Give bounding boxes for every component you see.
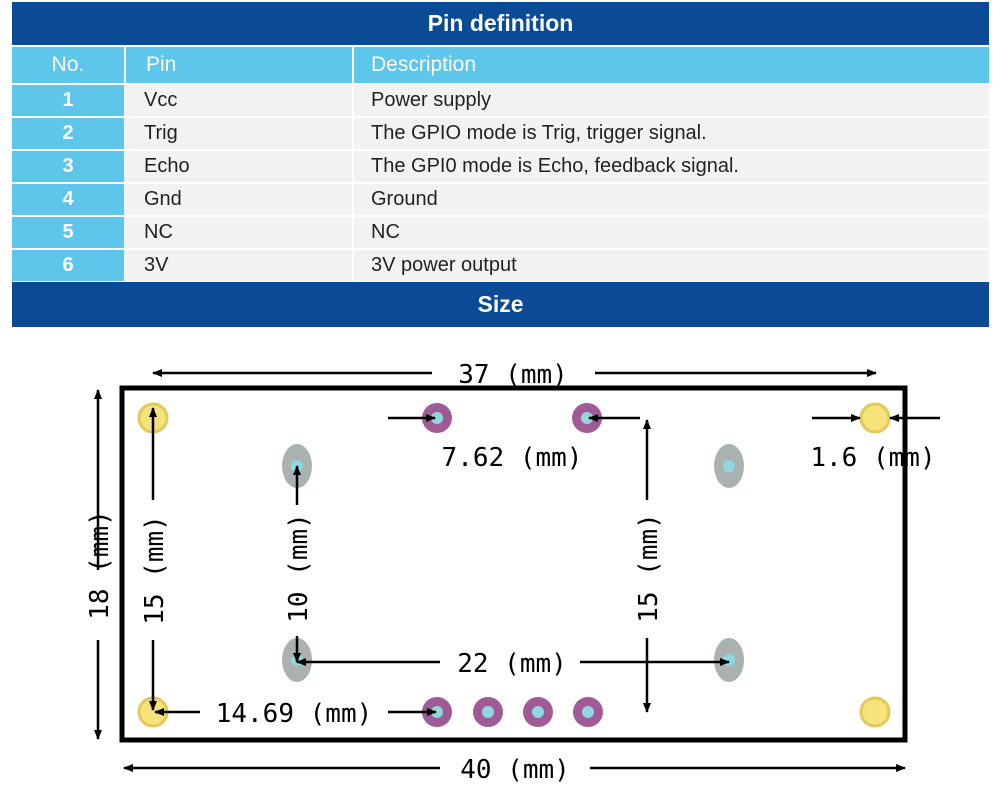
pin-definition-title: Pin definition [12,2,989,45]
pin-name: Vcc [124,85,352,116]
pin-name: Gnd [124,184,352,215]
pin-description: The GPI0 mode is Echo, feedback signal. [352,151,989,182]
pin-number: 2 [12,118,124,149]
pin-number: 1 [12,85,124,116]
pin-description: 3V power output [352,250,989,281]
column-header-pin: Pin [124,47,352,83]
dim-width-outer-label: 40 (mm) [460,755,570,785]
dim-height-left-label: 15 (mm) [140,515,170,625]
pin-name: NC [124,217,352,248]
dim-width-inner-label: 37 (mm) [458,360,568,390]
column-header-no: No. [51,53,85,76]
pin-number: 6 [12,250,124,281]
pin-description: The GPIO mode is Trig, trigger signal. [352,118,989,149]
table-row: 3 Echo The GPI0 mode is Echo, feedback s… [12,151,989,182]
board-outline [119,385,908,743]
dim-height-outer-label: 18 (mm) [85,510,115,620]
table-row: 2 Trig The GPIO mode is Trig, trigger si… [12,118,989,149]
pin-pads [422,403,603,727]
pin-name: Echo [124,151,352,182]
pin-description: NC [352,217,989,248]
mounting-hole-icon [859,696,891,728]
dim-pin-pitch-label: 7.62 (mm) [442,443,583,473]
mounting-hole-icon [859,402,891,434]
dim-height-transducer-label: 10 (mm) [284,513,314,623]
dim-height-right-label: 15 (mm) [634,513,664,623]
table-row: 5 NC NC [12,217,989,248]
dim-hole-to-pin-label: 14.69 (mm) [216,699,373,729]
dim-transducer-spacing-label: 22 (mm) [457,649,567,679]
pin-number: 4 [12,184,124,215]
size-section-title: Size [12,282,989,327]
pin-name: Trig [124,118,352,149]
pin-description: Power supply [352,85,989,116]
pin-number: 5 [12,217,124,248]
table-row: 1 Vcc Power supply [12,85,989,116]
column-header-description: Description [352,47,989,83]
table-row: 4 Gnd Ground [12,184,989,215]
table-header-row: No. Pin Description [12,47,989,83]
board-dimension-diagram: 37 (mm) 40 (mm) 7.62 (mm) 1.6 (mm) 22 (m… [85,360,940,785]
dim-hole-size-label: 1.6 (mm) [810,443,935,473]
pin-number: 3 [12,151,124,182]
pin-name: 3V [124,250,352,281]
pin-description: Ground [352,184,989,215]
table-row: 6 3V 3V power output [12,250,989,281]
